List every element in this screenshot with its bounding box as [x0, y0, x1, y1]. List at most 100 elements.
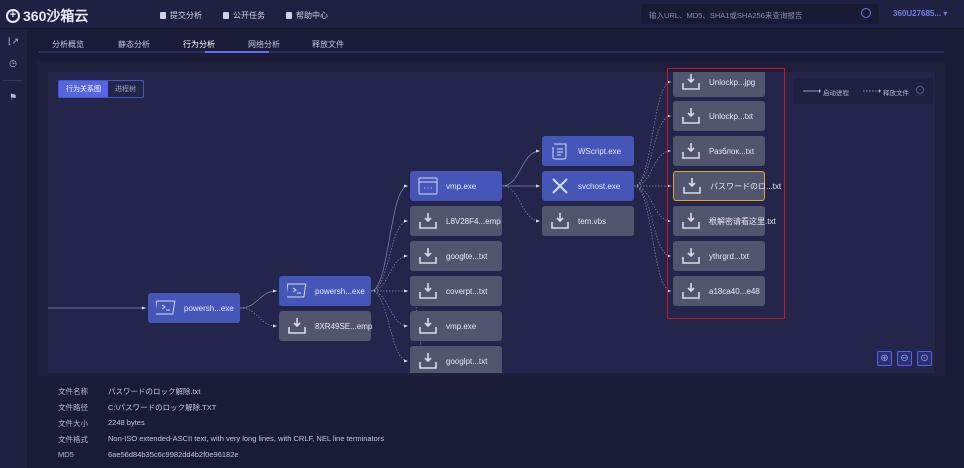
tab-overview[interactable]: 分析概览 — [52, 40, 84, 49]
release-edge — [370, 290, 409, 362]
arrow-head — [667, 219, 671, 223]
arrow-head — [667, 289, 671, 293]
tools-icon — [550, 177, 570, 195]
bookmark-icon[interactable]: ⚑ — [8, 92, 18, 102]
file-node[interactable]: googlpt...txt — [410, 346, 502, 373]
search-icon[interactable] — [861, 8, 871, 18]
chart-icon[interactable]: ⌊↗ — [8, 36, 20, 46]
node-label: tem.vbs — [578, 216, 607, 226]
release-edge — [633, 115, 672, 187]
file-node[interactable]: Разблок...txt — [673, 136, 765, 166]
toggle-tree[interactable]: 进程树 — [115, 86, 136, 93]
arrow-head — [273, 289, 277, 293]
dotted-line-icon — [863, 89, 881, 93]
file-node[interactable]: 8XR49SE...emp — [279, 311, 372, 341]
tab-bar: 分析概览 静态分析 行为分析 网络分析 释放文件 — [38, 36, 944, 53]
download-icon — [682, 177, 702, 195]
clock-icon[interactable]: ◷ — [9, 58, 17, 68]
arrow-head — [667, 149, 671, 153]
reset-zoom-icon[interactable]: ⊙ — [917, 351, 932, 366]
start-edge — [239, 290, 278, 309]
arrow-head — [536, 149, 540, 153]
submit-icon — [160, 12, 166, 19]
arrow-head — [404, 289, 408, 293]
release-edge — [633, 185, 672, 222]
release-edge — [633, 185, 672, 292]
node-label: googlpt...txt — [446, 356, 488, 366]
arrow-head — [273, 324, 277, 328]
file-node[interactable]: Unlockp...jpg — [673, 72, 765, 97]
active-tab-indicator — [205, 51, 269, 53]
tab-static[interactable]: 静态分析 — [118, 40, 150, 49]
node-label: パスワードのロ...txt — [710, 181, 782, 191]
arrow-head — [667, 184, 671, 188]
process-node[interactable]: powersh...exe — [148, 293, 240, 323]
file-node[interactable]: a18ca40...e48 — [673, 276, 765, 306]
file-node[interactable]: 根解密请看这里.txt — [673, 206, 776, 236]
tab-behavior[interactable]: 行为分析 — [183, 40, 215, 49]
file-node[interactable]: パスワードのロ...txt — [673, 171, 781, 201]
arrow-head — [404, 219, 408, 223]
file-node[interactable]: tem.vbs — [542, 206, 634, 236]
node-label: googlte...txt — [446, 251, 488, 261]
node-label: Unlockp...txt — [709, 111, 754, 121]
download-icon — [418, 352, 438, 370]
file-node[interactable]: googlte...txt — [410, 241, 502, 271]
search-input[interactable]: 输入URL、MD5、SHA1或SHA256来查询报告 — [641, 4, 879, 24]
release-edge — [370, 290, 409, 327]
info-icon[interactable] — [916, 86, 924, 94]
file-node[interactable]: Unlockp...txt — [673, 101, 765, 131]
file-node[interactable]: vmp.exe — [410, 311, 502, 341]
node-label: ythrgrd...txt — [709, 251, 750, 261]
logo-icon: + — [6, 9, 20, 23]
script-icon — [550, 142, 570, 160]
behavior-graph[interactable]: 行为关系图 进程树 powersh...exe powersh...exe 8XR4… — [48, 72, 935, 373]
node-label: WScript.exe — [578, 146, 622, 156]
toggle-graph[interactable]: 行为关系图 — [59, 81, 108, 97]
solid-line-icon — [803, 89, 821, 93]
nav-help-center[interactable]: 帮助中心 — [286, 10, 328, 21]
process-node[interactable]: svchost.exe — [542, 171, 634, 201]
arrow-head — [404, 184, 408, 188]
node-label: Unlockp...jpg — [709, 77, 756, 87]
file-node[interactable]: coverpt...txt — [410, 276, 502, 306]
nav-submit-analysis[interactable]: 提交分析 — [160, 10, 202, 21]
nav-public-tasks[interactable]: 公开任务 — [223, 10, 265, 21]
detail-row: 文件名称パスワードのロック解除.txt — [58, 387, 201, 396]
file-node[interactable]: ythrgrd...txt — [673, 241, 765, 271]
download-icon — [681, 107, 701, 125]
arrow-head — [667, 114, 671, 118]
tab-network[interactable]: 网络分析 — [248, 40, 280, 49]
help-icon — [286, 12, 292, 19]
process-node[interactable]: WScript.exe — [542, 136, 634, 166]
zoom-out-icon[interactable]: ⊖ — [897, 351, 912, 366]
user-menu[interactable]: 360U27685... ▾ — [893, 9, 948, 18]
download-icon — [418, 247, 438, 265]
release-edge — [633, 81, 672, 187]
process-node[interactable]: vmp.exe — [410, 171, 502, 201]
tab-released-files[interactable]: 释放文件 — [312, 40, 344, 49]
node-label: Разблок...txt — [709, 146, 755, 156]
arrow-head — [404, 359, 408, 363]
node-label: powersh...exe — [184, 303, 234, 313]
arrow-head — [536, 219, 540, 223]
window-icon — [418, 177, 438, 195]
node-label: 根解密请看这里.txt — [709, 216, 776, 226]
arrow-head — [667, 80, 671, 84]
graph-edges — [48, 80, 672, 373]
node-label: powersh...exe — [315, 286, 365, 296]
logo[interactable]: +360沙箱云 — [6, 6, 88, 26]
download-icon — [550, 212, 570, 230]
arrow-head — [667, 254, 671, 258]
zoom-in-icon[interactable]: ⊕ — [877, 351, 892, 366]
node-label: svchost.exe — [578, 181, 621, 191]
process-node[interactable]: powersh...exe — [279, 276, 371, 306]
arrow-head — [142, 306, 146, 310]
view-toggle: 行为关系图 进程树 — [58, 80, 144, 98]
file-node[interactable]: L8V28F4...emp — [410, 206, 502, 236]
download-icon — [418, 317, 438, 335]
